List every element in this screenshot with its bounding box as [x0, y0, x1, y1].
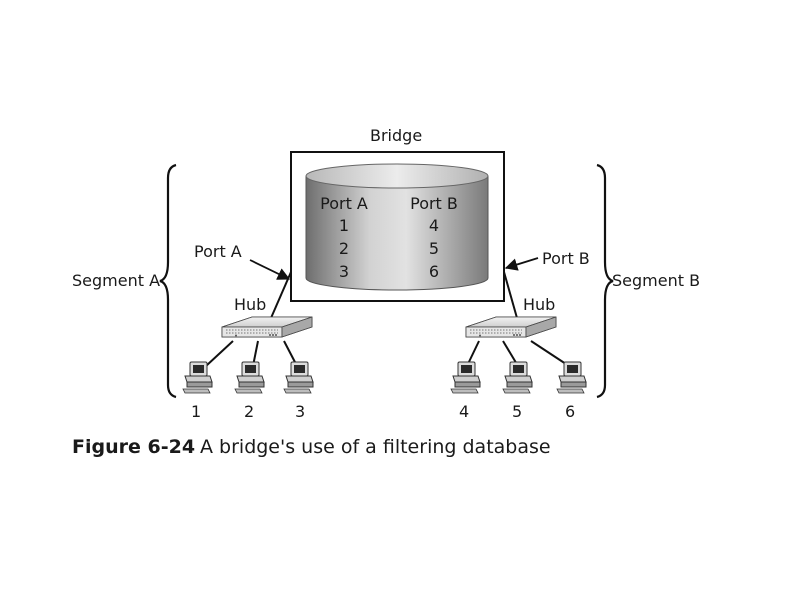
link-bridge-hub-left — [270, 271, 292, 319]
table-cell: 2 — [338, 239, 350, 258]
segment-a-label: Segment A — [72, 271, 161, 290]
table-cell: 3 — [338, 262, 350, 281]
link-hub-pc-6 — [530, 340, 570, 367]
port-b-arrow — [504, 257, 539, 271]
computer-number: 3 — [295, 402, 306, 421]
desktop-computer-icon — [556, 361, 587, 394]
link-bridge-hub-right — [503, 271, 518, 319]
desktop-computer-icon — [502, 361, 533, 394]
computer-number: 1 — [191, 402, 202, 421]
desktop-computer-icon — [283, 361, 314, 394]
bridge-label: Bridge — [370, 126, 423, 145]
hub-label-left: Hub — [234, 295, 267, 314]
table-header-port-a: Port A — [320, 194, 368, 213]
desktop-computer-icon — [450, 361, 481, 394]
desktop-computer-icon — [182, 361, 213, 394]
segment-b-label: Segment B — [612, 271, 701, 290]
port-a-arrow — [249, 259, 291, 280]
table-cell: 1 — [338, 216, 350, 235]
figure-number: Figure 6-24 — [72, 436, 196, 458]
table-cell: 4 — [428, 216, 440, 235]
database-cylinder-icon — [305, 163, 489, 291]
port-b-label: Port B — [542, 249, 590, 268]
figure-caption-text: A bridge's use of a filtering database — [200, 436, 551, 458]
segment-b-brace — [596, 163, 614, 399]
desktop-computer-icon — [234, 361, 265, 394]
hub-icon — [465, 316, 557, 338]
link-hub-pc-1 — [205, 340, 234, 367]
table-cell: 5 — [428, 239, 440, 258]
hub-icon — [221, 316, 313, 338]
segment-a-brace — [159, 163, 177, 399]
hub-label-right: Hub — [523, 295, 556, 314]
computer-number: 5 — [512, 402, 523, 421]
computer-number: 6 — [565, 402, 576, 421]
computer-number: 2 — [244, 402, 255, 421]
table-header-port-b: Port B — [410, 194, 458, 213]
computer-number: 4 — [459, 402, 470, 421]
port-a-label: Port A — [194, 242, 242, 261]
table-cell: 6 — [428, 262, 440, 281]
